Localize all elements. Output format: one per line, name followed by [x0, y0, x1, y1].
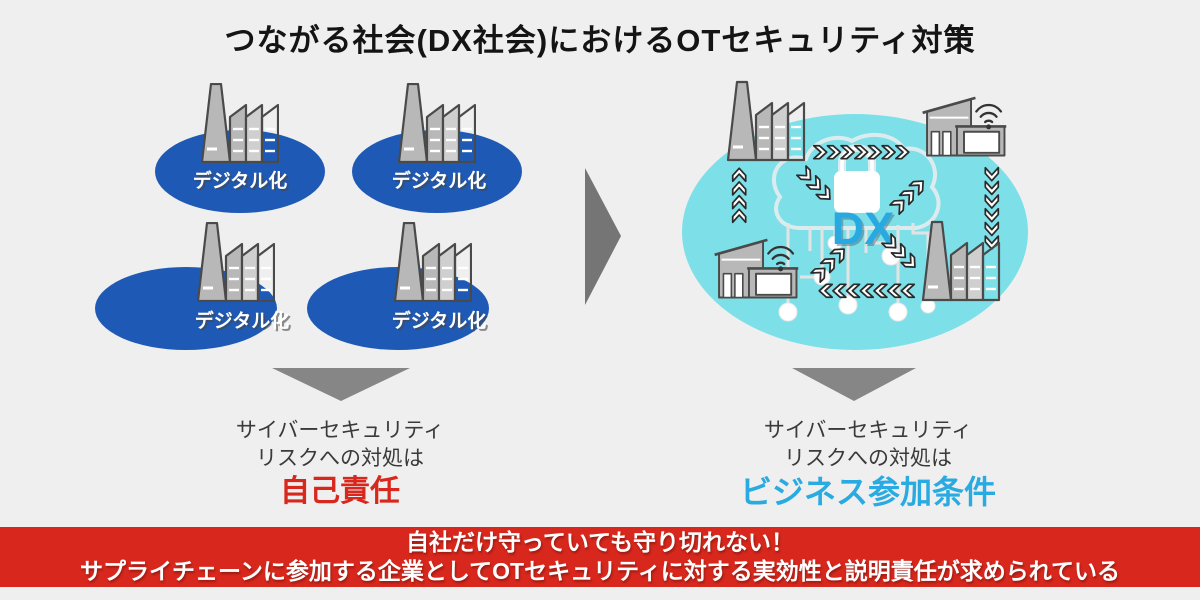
digitalization-label: デジタル化 [391, 171, 487, 192]
right-conclusion-highlight: ビジネス参加条件 [739, 474, 997, 510]
left-conclusion: サイバーセキュリティ リスクへの対処は 自己責任 [236, 417, 444, 510]
right-arrow [585, 168, 621, 305]
bottom-banner: 自社だけ守っていても守り切れない！ サプライチェーンに参加する企業としてOTセキ… [0, 527, 1200, 587]
factory-icon [726, 80, 806, 162]
factory-icon [397, 83, 476, 163]
left-conclusion-line2: リスクへの対処は [255, 447, 424, 470]
factory-icon [196, 222, 275, 302]
right-conclusion-line1: サイバーセキュリティ [763, 419, 973, 442]
digitalization-cluster-4: デジタル化 [302, 217, 502, 352]
right-conclusion: サイバーセキュリティ リスクへの対処は ビジネス参加条件 [740, 417, 996, 510]
factory-icon [393, 222, 472, 302]
left-conclusion-line1: サイバーセキュリティ [235, 419, 445, 442]
digitalization-cluster-1: デジタル化 [150, 78, 340, 218]
left-conclusion-highlight: 自己責任 [279, 475, 400, 508]
digitalization-label: デジタル化 [194, 311, 290, 332]
banner-line1: 自社だけ守っていても守り切れない！ [405, 529, 794, 555]
digitalization-cluster-2: デジタル化 [347, 78, 537, 218]
factory-icon [200, 83, 279, 163]
down-arrow-left [272, 368, 410, 401]
dx-society-graphic: DX DX [682, 80, 1028, 350]
digitalization-cluster-3: デジタル化 [90, 217, 290, 352]
right-conclusion-line2: リスクへの対処は [783, 447, 952, 470]
digitalization-label: デジタル化 [391, 311, 487, 332]
banner-line2: サプライチェーンに参加する企業としてOTセキュリティに対する実効性と説明責任が求… [79, 558, 1121, 584]
digitalization-label: デジタル化 [192, 171, 288, 192]
down-arrow-right [792, 368, 916, 401]
page-title: つながる社会(DX社会)におけるOTセキュリティ対策 [224, 23, 976, 58]
smart-building-icon [921, 96, 1008, 157]
cloud-icon [772, 132, 941, 230]
